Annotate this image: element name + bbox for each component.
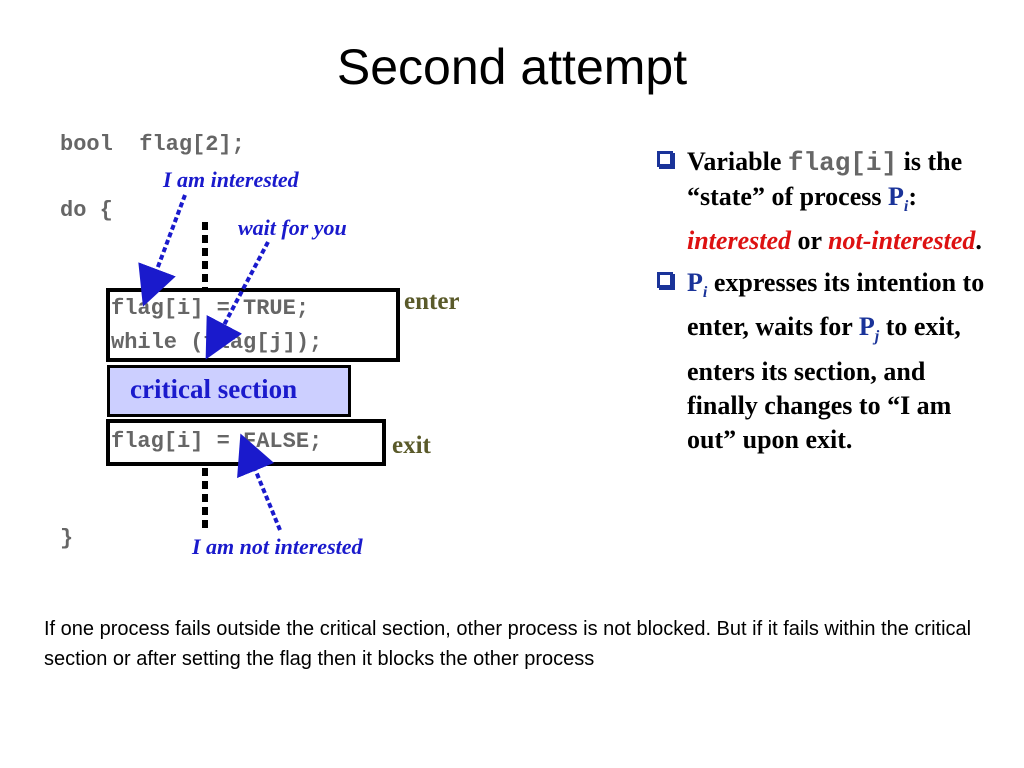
critical-section-label: critical section xyxy=(130,374,298,404)
arrow-not-interested xyxy=(237,433,282,531)
critical-section-box xyxy=(107,365,351,417)
code-bool-flag: bool flag[2]; xyxy=(60,132,245,157)
slide-caption: If one process fails outside the critica… xyxy=(44,618,972,670)
checkbox-bullet-icon xyxy=(657,151,673,167)
bullet-list: Variable flag[i] is the “state” of proce… xyxy=(655,145,985,465)
bullet-state: Variable flag[i] is the “state” of proce… xyxy=(655,145,985,258)
annotation-i-am-interested: I am interested xyxy=(163,167,299,192)
enter-label: enter xyxy=(404,288,460,315)
arrow-interested xyxy=(138,194,187,307)
code-do: do { xyxy=(60,198,113,223)
enter-box xyxy=(106,288,400,362)
annotation-wait-for-you: wait for you xyxy=(238,215,347,240)
arrow-wait xyxy=(205,241,270,360)
flag-var: flag[i] xyxy=(787,148,898,178)
slide-title: Second attempt xyxy=(336,39,688,95)
code-flag-true: flag[i] = TRUE; xyxy=(111,296,310,321)
exit-label: exit xyxy=(392,432,431,459)
bullet-intention: Pi expresses its intention to enter, wai… xyxy=(655,266,985,456)
checkbox-bullet-icon xyxy=(657,272,673,289)
annotation-i-am-not-interested: I am not interested xyxy=(192,534,363,559)
code-closing-brace: } xyxy=(60,526,74,551)
